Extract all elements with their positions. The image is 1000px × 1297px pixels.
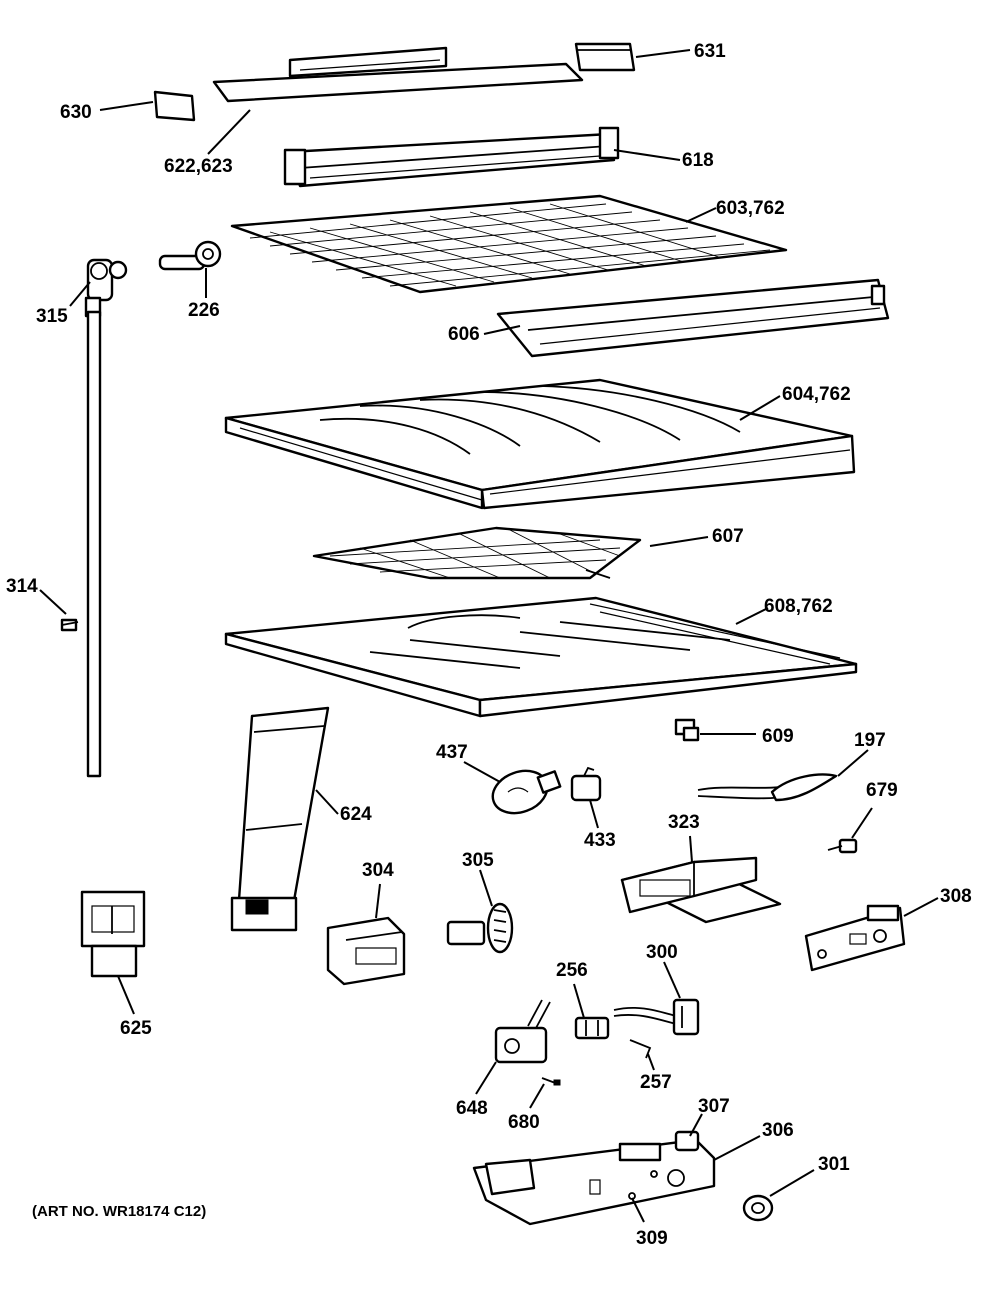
part-625-switch[interactable] <box>80 890 146 978</box>
part-300-overload[interactable] <box>613 998 700 1036</box>
callout-622-623: 622,623 <box>164 156 233 177</box>
callout-680: 680 <box>508 1112 540 1133</box>
part-304-cover[interactable] <box>326 916 406 986</box>
callout-315: 315 <box>36 306 68 327</box>
callout-603-762: 603,762 <box>716 198 785 219</box>
callout-305: 305 <box>462 850 494 871</box>
part-306-bracket[interactable] <box>472 1130 716 1226</box>
part-604-762-crisper-cover[interactable] <box>224 378 856 510</box>
part-308-bracket[interactable] <box>804 904 906 972</box>
callout-314: 314 <box>6 576 38 597</box>
callout-308: 308 <box>940 886 972 907</box>
part-315-post-bracket[interactable] <box>84 258 128 318</box>
part-603-762-wire-shelf[interactable] <box>230 194 788 294</box>
part-679-screw[interactable] <box>827 838 858 854</box>
callout-197: 197 <box>854 730 886 751</box>
part-257-clip[interactable] <box>629 1039 652 1059</box>
callout-306: 306 <box>762 1120 794 1141</box>
callout-648: 648 <box>456 1098 488 1119</box>
part-648-motor[interactable] <box>494 999 551 1064</box>
part-630-cover[interactable] <box>153 90 196 122</box>
part-314-clip[interactable] <box>60 618 79 632</box>
callout-433: 433 <box>584 830 616 851</box>
part-post <box>86 310 102 778</box>
callout-226: 226 <box>188 300 220 321</box>
part-608-762-crisper-pan[interactable] <box>224 596 858 718</box>
callout-618: 618 <box>682 150 714 171</box>
callout-625: 625 <box>120 1018 152 1039</box>
callout-301: 301 <box>818 1154 850 1175</box>
callout-309: 309 <box>636 1228 668 1249</box>
callout-679: 679 <box>866 780 898 801</box>
callout-437: 437 <box>436 742 468 763</box>
part-305-thermostat[interactable] <box>446 902 514 954</box>
part-433-socket[interactable] <box>570 766 602 802</box>
part-624-shield[interactable] <box>230 706 330 932</box>
callout-304: 304 <box>362 860 394 881</box>
callout-307: 307 <box>698 1096 730 1117</box>
callout-631: 631 <box>694 41 726 62</box>
part-197-tube[interactable] <box>697 773 838 802</box>
callout-300: 300 <box>646 942 678 963</box>
art-number-note: (ART NO. WR18174 C12) <box>32 1203 206 1220</box>
part-437-bulb[interactable] <box>487 764 562 821</box>
part-609-clip[interactable] <box>674 718 700 742</box>
callout-630: 630 <box>60 102 92 123</box>
part-226-socket[interactable] <box>158 240 222 271</box>
part-607-screen[interactable] <box>312 526 642 580</box>
part-256-relay[interactable] <box>574 1016 610 1040</box>
part-680-screw[interactable] <box>541 1077 561 1086</box>
part-618-rail[interactable] <box>283 126 620 188</box>
callout-257: 257 <box>640 1072 672 1093</box>
callout-608-762: 608,762 <box>764 596 833 617</box>
callout-609: 609 <box>762 726 794 747</box>
callout-606: 606 <box>448 324 480 345</box>
part-606-trim[interactable] <box>496 278 890 358</box>
callout-256: 256 <box>556 960 588 981</box>
part-323-housing[interactable] <box>620 856 782 924</box>
part-631-cover[interactable] <box>574 42 636 72</box>
part-622-623-shelf[interactable] <box>212 46 584 103</box>
part-301-grommet[interactable] <box>742 1194 774 1222</box>
callout-323: 323 <box>668 812 700 833</box>
callout-607: 607 <box>712 526 744 547</box>
callout-604-762: 604,762 <box>782 384 851 405</box>
callout-624: 624 <box>340 804 372 825</box>
